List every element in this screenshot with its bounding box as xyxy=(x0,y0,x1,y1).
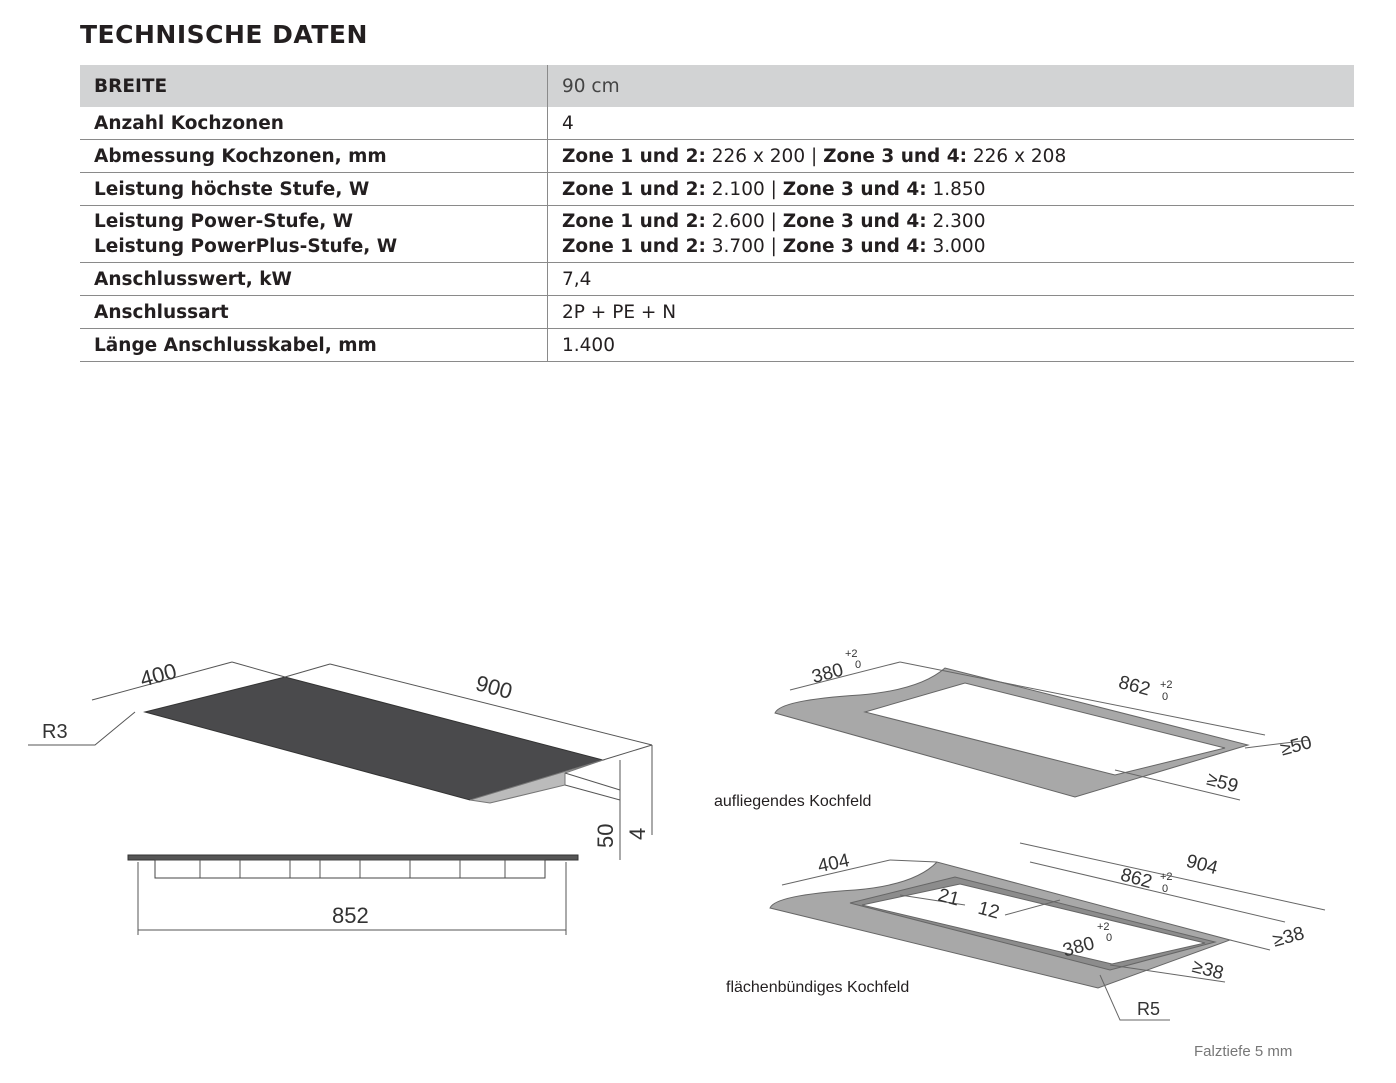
dim-depth-404: 404 xyxy=(816,850,852,877)
row-value: 1.400 xyxy=(547,328,1354,362)
row-value: Zone 1 und 2: 2.600 | Zone 3 und 4: 2.30… xyxy=(547,205,1354,263)
dim-glass-4: 4 xyxy=(625,828,650,840)
row-label: Anschlussart xyxy=(80,295,548,329)
dim-rear-50: ≥50 xyxy=(1278,732,1314,760)
row-value: 90 cm xyxy=(547,65,1354,107)
table-row: Abmessung Kochzonen, mm Zone 1 und 2: 22… xyxy=(80,139,1354,173)
dim-radius-r5: R5 xyxy=(1137,999,1160,1019)
table-row: Anzahl Kochzonen 4 xyxy=(80,107,1354,140)
row-label: BREITE xyxy=(80,65,548,107)
svg-text:+2: +2 xyxy=(1097,921,1110,933)
svg-text:+2: +2 xyxy=(1160,871,1173,883)
footnote: Falztiefe 5 mm xyxy=(1194,1043,1293,1060)
cutout-flush-drawing xyxy=(769,842,1326,1021)
row-label: Abmessung Kochzonen, mm xyxy=(80,139,548,173)
row-label: Länge Anschlusskabel, mm xyxy=(80,328,548,362)
row-value: 2P + PE + N xyxy=(547,295,1354,329)
dim-inner-862: 862 xyxy=(1118,865,1154,893)
row-value: 4 xyxy=(547,107,1354,140)
row-label: Leistung höchste Stufe, W xyxy=(80,172,548,206)
table-header-row: BREITE 90 cm xyxy=(80,65,1354,107)
svg-text:0: 0 xyxy=(1162,883,1168,895)
svg-text:0: 0 xyxy=(855,659,861,671)
svg-text:0: 0 xyxy=(1106,932,1112,944)
svg-text:0: 0 xyxy=(1162,691,1168,703)
surface-mount-label: aufliegendes Kochfeld xyxy=(714,793,872,810)
cutout-surface-drawing xyxy=(774,661,1311,801)
dim-width-862: 862 xyxy=(1116,672,1152,700)
dim-depth-400: 400 xyxy=(137,658,179,692)
dim-width-900: 900 xyxy=(473,670,515,704)
svg-text:+2: +2 xyxy=(845,648,858,660)
row-label: Anzahl Kochzonen xyxy=(80,107,548,140)
row-value: Zone 1 und 2: 226 x 200 | Zone 3 und 4: … xyxy=(547,139,1354,173)
table-row: Länge Anschlusskabel, mm 1.400 xyxy=(80,328,1354,362)
dim-radius-r3: R3 xyxy=(42,721,68,743)
row-value: Zone 1 und 2: 2.100 | Zone 3 und 4: 1.85… xyxy=(547,172,1354,206)
page-title: TECHNISCHE DATEN xyxy=(80,20,368,49)
flush-mount-label: flächenbündiges Kochfeld xyxy=(726,979,910,996)
dim-width-904: 904 xyxy=(1184,851,1220,880)
row-label: Anschlusswert, kW xyxy=(80,262,548,296)
dim-front-38: ≥38 xyxy=(1190,956,1226,984)
dim-height-50: 50 xyxy=(593,824,618,848)
table-row: Leistung höchste Stufe, W Zone 1 und 2: … xyxy=(80,172,1354,206)
dim-rear-38: ≥38 xyxy=(1271,923,1307,951)
svg-text:+2: +2 xyxy=(1160,679,1173,691)
table-row: Anschlussart 2P + PE + N xyxy=(80,295,1354,329)
hob-drawing xyxy=(28,661,653,935)
dim-depth-380: 380 xyxy=(810,660,846,688)
table-row: Anschlusswert, kW 7,4 xyxy=(80,262,1354,296)
row-value: 7,4 xyxy=(547,262,1354,296)
spec-table: BREITE 90 cm Anzahl Kochzonen 4 Abmessun… xyxy=(80,65,1354,362)
dim-base-852: 852 xyxy=(332,903,369,928)
